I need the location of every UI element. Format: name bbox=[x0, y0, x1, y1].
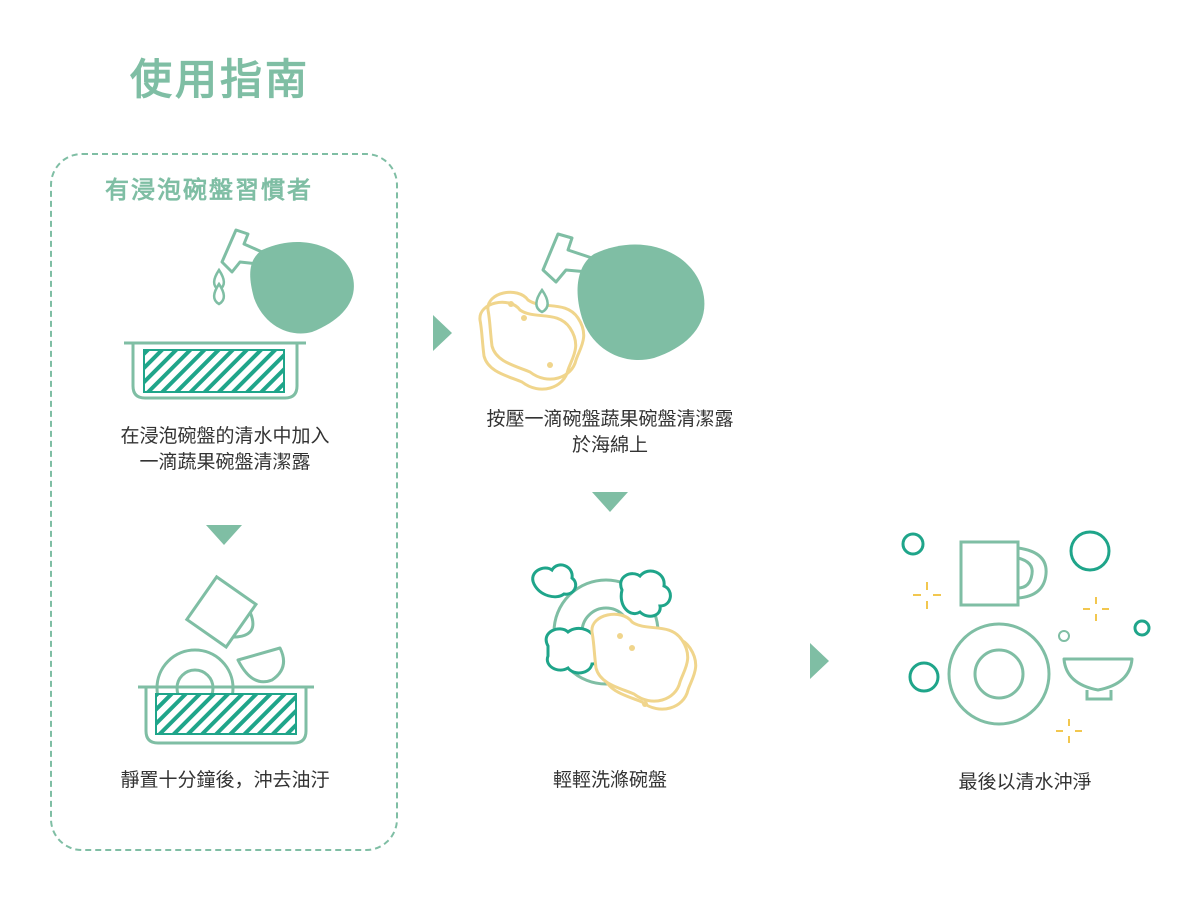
detergent-bottle-icon bbox=[220, 228, 354, 334]
bubble-icon bbox=[1058, 630, 1070, 642]
step3-caption-line1: 按壓一滴碗盤蔬果碗盤清潔露 bbox=[486, 408, 734, 430]
step1-caption: 在浸泡碗盤的清水中加入 一滴蔬果碗盤清潔露 bbox=[95, 423, 355, 475]
step4-caption-line1: 輕輕洗滌碗盤 bbox=[552, 769, 667, 791]
step5-caption-line1: 最後以清水沖淨 bbox=[958, 771, 1092, 793]
step5-caption: 最後以清水沖淨 bbox=[915, 769, 1135, 795]
step4-illustration bbox=[531, 563, 698, 711]
step1-caption-line2: 一滴蔬果碗盤清潔露 bbox=[139, 451, 311, 473]
drop-icon bbox=[535, 287, 549, 314]
bowl-icon bbox=[1062, 657, 1134, 701]
drop-icon bbox=[212, 281, 226, 306]
plate-icon bbox=[947, 622, 1051, 726]
basin-icon bbox=[138, 685, 314, 745]
step3-illustration bbox=[478, 232, 705, 391]
step4-caption: 輕輕洗滌碗盤 bbox=[500, 767, 720, 793]
detergent-bottle-icon bbox=[541, 232, 705, 361]
soak-group-frame bbox=[50, 153, 398, 851]
cup-icon bbox=[184, 574, 259, 650]
sponge-icon bbox=[590, 612, 698, 711]
arrow-down-icon bbox=[206, 525, 242, 545]
foam-icon bbox=[531, 563, 672, 675]
step2-illustration bbox=[138, 574, 314, 745]
step1-caption-line1: 在浸泡碗盤的清水中加入 bbox=[120, 425, 330, 447]
mug-icon bbox=[959, 540, 1048, 607]
basin-icon bbox=[124, 341, 306, 400]
step5-illustration bbox=[901, 530, 1151, 743]
step3-caption-line2: 於海綿上 bbox=[571, 434, 648, 456]
arrow-down-icon bbox=[592, 492, 628, 512]
sponge-icon bbox=[478, 290, 586, 391]
step1-illustration bbox=[124, 228, 354, 400]
bowl-icon bbox=[236, 646, 286, 684]
arrow-right-icon bbox=[433, 315, 452, 351]
step2-caption: 靜置十分鐘後，沖去油汙 bbox=[95, 767, 355, 793]
bubble-icon bbox=[901, 530, 1151, 693]
sparkle-icon bbox=[913, 582, 1109, 743]
arrow-right-icon bbox=[810, 643, 829, 679]
soak-group-title: 有浸泡碗盤習慣者 bbox=[105, 176, 313, 204]
page-title: 使用指南 bbox=[130, 55, 311, 104]
step2-caption-line1: 靜置十分鐘後，沖去油汙 bbox=[120, 769, 330, 791]
step3-caption: 按壓一滴碗盤蔬果碗盤清潔露 於海綿上 bbox=[455, 406, 765, 458]
